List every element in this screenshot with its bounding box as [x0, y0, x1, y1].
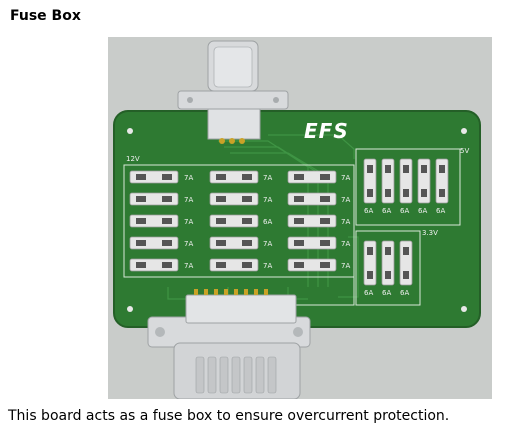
- fuse-rating: 6A: [263, 218, 273, 226]
- fuse-rating: 6A: [400, 207, 410, 215]
- fuse-box-render: EFS 12V 5V 3.3V 7A 7A 7A 7A 7A 7A 7A 6A …: [108, 37, 492, 399]
- fuse-blade-marks: [136, 174, 330, 268]
- fuse-rating: 7A: [263, 262, 273, 270]
- fuse-rating: 6A: [364, 289, 374, 297]
- fuse-rating: 7A: [341, 218, 351, 226]
- fuse-rating: 6A: [382, 207, 392, 215]
- mounting-hole: [461, 128, 467, 134]
- fuse-rating: 6A: [436, 207, 446, 215]
- fuse-rating: 7A: [341, 196, 351, 204]
- fuse-rating: 6A: [364, 207, 374, 215]
- fuse-rating: 6A: [382, 289, 392, 297]
- fuse-rating: 7A: [184, 240, 194, 248]
- fuse-rating: 7A: [341, 174, 351, 182]
- fuse-rating: 7A: [184, 262, 194, 270]
- top-connector: [177, 40, 289, 144]
- efs-logo: EFS: [304, 119, 349, 143]
- caption-text: This board acts as a fuse box to ensure …: [8, 408, 450, 424]
- rail-3v3-outline: [355, 230, 421, 306]
- fuse-rating: 7A: [341, 262, 351, 270]
- rail-12v-outline: [123, 164, 355, 278]
- rail-12v-label: 12V: [126, 155, 140, 163]
- fuse-rating: 7A: [184, 174, 194, 182]
- rail-5v-outline: [355, 148, 461, 226]
- fuse-rating: 7A: [184, 218, 194, 226]
- fuse-rating: 6A: [418, 207, 428, 215]
- rail-3v3-label: 3.3V: [422, 229, 438, 237]
- rail-5v-label: 5V: [460, 147, 470, 155]
- pcb-illustration: [113, 40, 481, 399]
- mounting-hole: [127, 306, 133, 312]
- fuse-rating: 7A: [184, 196, 194, 204]
- fuse-rating: 7A: [263, 174, 273, 182]
- fuse-rating: 6A: [400, 289, 410, 297]
- rail-12v-fuses: [129, 170, 337, 272]
- bottom-connector: [147, 289, 311, 399]
- fuse-rating: 7A: [263, 196, 273, 204]
- mounting-hole: [461, 306, 467, 312]
- mounting-hole: [127, 128, 133, 134]
- section-heading: Fuse Box: [10, 8, 81, 24]
- fuse-rating: 7A: [341, 240, 351, 248]
- fuse-rating: 7A: [263, 240, 273, 248]
